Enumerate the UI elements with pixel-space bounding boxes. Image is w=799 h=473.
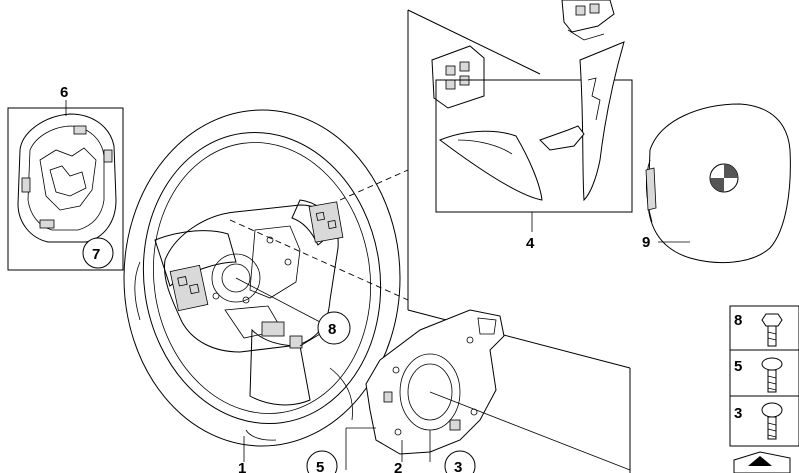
contact-ring-group: 6 7 xyxy=(7,84,124,271)
trim-covers-group: 4 xyxy=(435,41,633,252)
trim-covers-frame xyxy=(435,79,633,213)
callout-7: 7 xyxy=(92,246,100,263)
steering-wheel-right-switch xyxy=(308,201,344,243)
trim-cover-right xyxy=(579,41,625,202)
screw-medium-icon xyxy=(761,357,783,371)
steering-wheel-group: 1 8 xyxy=(123,109,401,473)
callout-6: 6 xyxy=(60,84,68,101)
callout-5-circle xyxy=(306,450,338,473)
adapter-plate-group: 2 5 3 xyxy=(306,309,631,473)
steering-wheel-rim-inner xyxy=(142,131,382,425)
diagram-id-badge xyxy=(733,451,791,473)
callout-3: 3 xyxy=(454,459,462,473)
callout-1: 1 xyxy=(238,460,246,473)
steering-wheel-left-switch xyxy=(169,264,209,312)
callout-9: 9 xyxy=(642,234,650,251)
trim-cover-left xyxy=(438,130,543,201)
adapter-plate xyxy=(365,309,505,455)
callout-2: 2 xyxy=(394,460,402,473)
fastener-label-3: 3 xyxy=(734,405,742,422)
callout-8: 8 xyxy=(328,321,336,338)
fastener-label-5: 5 xyxy=(734,358,742,375)
contact-ring-part xyxy=(17,113,117,243)
callout-5: 5 xyxy=(316,459,324,473)
contact-ring-frame xyxy=(7,107,124,271)
fastener-label-8: 8 xyxy=(734,312,742,329)
callout-7-circle xyxy=(82,237,114,269)
callout-3-circle xyxy=(444,450,476,473)
callout-4: 4 xyxy=(526,235,535,252)
mf-switches-group xyxy=(431,0,615,109)
hex-bolt-icon xyxy=(761,313,783,327)
fastener-panel: 8 5 3 xyxy=(729,305,799,473)
screw-small-icon xyxy=(761,402,783,418)
mf-switch-left xyxy=(431,45,485,109)
trim-cover-bracket xyxy=(539,125,585,151)
callout-8-circle xyxy=(317,311,351,345)
mf-switch-right xyxy=(561,0,615,33)
airbag-group: 9 xyxy=(642,103,791,264)
